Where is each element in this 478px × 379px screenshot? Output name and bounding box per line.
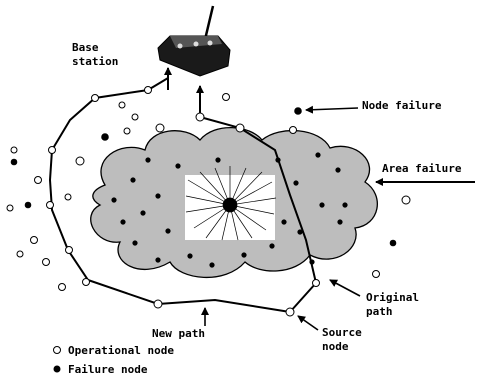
operational-node [83, 279, 90, 286]
failure-node [25, 202, 31, 208]
failure-node [133, 241, 138, 246]
operational-node [290, 127, 297, 134]
failure-node [390, 240, 396, 246]
operational-node [154, 300, 162, 308]
operational-node [49, 147, 56, 154]
source-node [286, 308, 294, 316]
operational-node [47, 202, 54, 209]
failure-node [141, 211, 146, 216]
legend-operational-icon [54, 347, 61, 354]
operational-node [43, 259, 50, 266]
failure-node [310, 260, 315, 265]
operational-node [65, 194, 71, 200]
operational-node [92, 95, 99, 102]
operational-node [119, 102, 125, 108]
failure-node [270, 244, 275, 249]
area-failure-burst [185, 166, 276, 240]
operational-node [313, 280, 320, 287]
failure-node [188, 254, 193, 259]
failure-node [156, 194, 161, 199]
failure-node [294, 181, 299, 186]
operational-node [35, 177, 42, 184]
failure-node [166, 229, 171, 234]
failure-node [112, 198, 117, 203]
original-path-pointer [330, 280, 360, 296]
legend-operational-label: Operational node [68, 344, 174, 357]
original-path-label: Original path [366, 291, 426, 318]
node-failure-label: Node failure [362, 99, 442, 112]
operational-node [124, 128, 130, 134]
failure-node [282, 220, 287, 225]
failure-node [298, 230, 303, 235]
operational-node [7, 205, 13, 211]
operational-node [373, 271, 380, 278]
operational-node [196, 113, 204, 121]
failure-node [316, 153, 321, 158]
failure-node [11, 159, 17, 165]
operational-node [236, 124, 244, 132]
failure-node [146, 158, 151, 163]
new-path-label: New path [152, 327, 205, 340]
operational-node [66, 247, 73, 254]
failure-node [338, 220, 343, 225]
failure-node [295, 108, 302, 115]
failure-node [336, 168, 341, 173]
operational-node [17, 251, 23, 257]
failure-node [102, 134, 109, 141]
failure-node [216, 158, 221, 163]
legend-failure-icon [54, 366, 61, 373]
failure-node [320, 203, 325, 208]
failure-node [276, 158, 281, 163]
operational-node [11, 147, 17, 153]
base-station-label: Base station [72, 41, 118, 68]
base-station-icon [158, 6, 230, 76]
failure-node [176, 164, 181, 169]
operational-node [31, 237, 38, 244]
area-failure-label: Area failure [382, 162, 462, 175]
operational-node [145, 87, 152, 94]
failure-node [242, 253, 247, 258]
failure-node [343, 203, 348, 208]
failure-node [156, 258, 161, 263]
source-node-pointer [298, 316, 318, 330]
legend: Operational node Failure node [54, 344, 175, 376]
operational-node [223, 94, 230, 101]
legend-failure-label: Failure node [68, 363, 148, 376]
operational-node [132, 114, 138, 120]
failure-node [121, 220, 126, 225]
failure-node [210, 263, 215, 268]
node-failure-arrow [306, 108, 358, 110]
operational-node [156, 124, 164, 132]
operational-node [76, 157, 84, 165]
failure-node [131, 178, 136, 183]
operational-node [59, 284, 66, 291]
operational-node [402, 196, 410, 204]
source-node-label: Source node [322, 326, 368, 353]
